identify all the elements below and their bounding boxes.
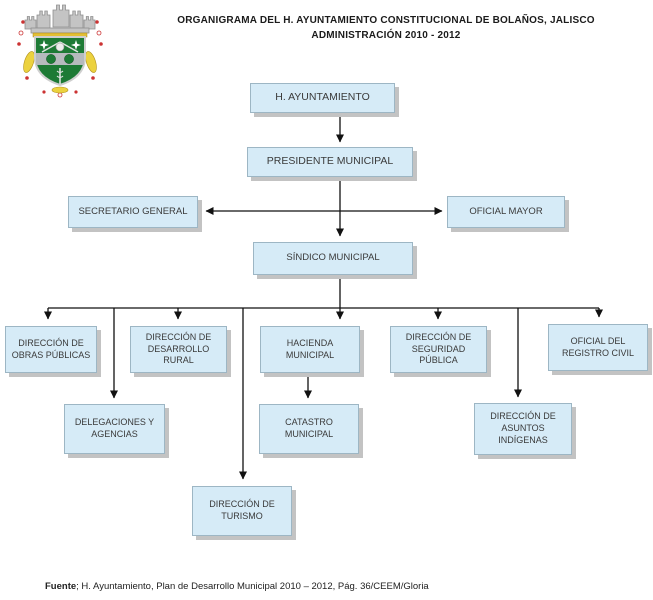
node-asuntos-indigenas: DIRECCIÓN DE ASUNTOS INDÍGENAS <box>474 403 572 455</box>
page-title: ORGANIGRAMA DEL H. AYUNTAMIENTO CONSTITU… <box>96 13 653 43</box>
node-turismo: DIRECCIÓN DE TURISMO <box>192 486 292 536</box>
source-text: ; H. Ayuntamiento, Plan de Desarrollo Mu… <box>76 581 429 592</box>
node-seguridad-publica: DIRECCIÓN DE SEGURIDAD PÚBLICA <box>390 326 487 373</box>
node-h-ayuntamiento: H. AYUNTAMIENTO <box>250 83 395 113</box>
node-oficial-mayor: OFICIAL MAYOR <box>447 196 565 228</box>
source-note: Fuente; H. Ayuntamiento, Plan de Desarro… <box>45 581 429 592</box>
node-desarrollo-rural: DIRECCIÓN DE DESARROLLO RURAL <box>130 326 227 373</box>
node-hacienda-municipal: HACIENDA MUNICIPAL <box>260 326 360 373</box>
node-secretario-general: SECRETARIO GENERAL <box>68 196 198 228</box>
node-catastro-municipal: CATASTRO MUNICIPAL <box>259 404 359 454</box>
coat-of-arms-icon <box>17 4 103 98</box>
node-registro-civil: OFICIAL DEL REGISTRO CIVIL <box>548 324 648 371</box>
node-sindico-municipal: SÍNDICO MUNICIPAL <box>253 242 413 275</box>
title-line-1: ORGANIGRAMA DEL H. AYUNTAMIENTO CONSTITU… <box>177 15 595 26</box>
node-delegaciones-agencias: DELEGACIONES Y AGENCIAS <box>64 404 165 454</box>
node-presidente-municipal: PRESIDENTE MUNICIPAL <box>247 147 413 177</box>
node-obras-publicas: DIRECCIÓN DE OBRAS PÚBLICAS <box>5 326 97 373</box>
source-label: Fuente <box>45 581 77 592</box>
title-line-2: ADMINISTRACIÓN 2010 - 2012 <box>311 30 461 41</box>
